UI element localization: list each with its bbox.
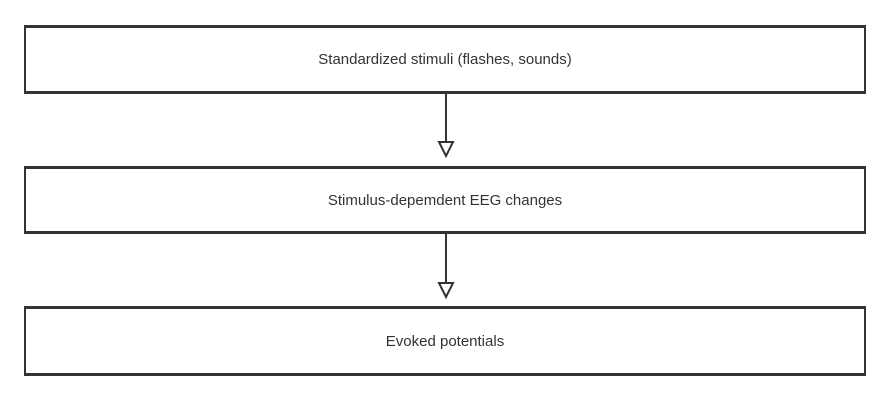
node-standardized-stimuli: Standardized stimuli (flashes, sounds) bbox=[24, 25, 866, 94]
node-eeg-changes: Stimulus-depemdent EEG changes bbox=[24, 166, 866, 234]
node-label: Stimulus-depemdent EEG changes bbox=[327, 191, 563, 209]
arrow-1 bbox=[437, 93, 455, 159]
node-label: Standardized stimuli (flashes, sounds) bbox=[318, 51, 572, 68]
node-evoked-potentials: Evoked potentials bbox=[24, 306, 866, 376]
arrow-2 bbox=[437, 233, 455, 300]
node-label: Evoked potentials bbox=[385, 332, 505, 350]
